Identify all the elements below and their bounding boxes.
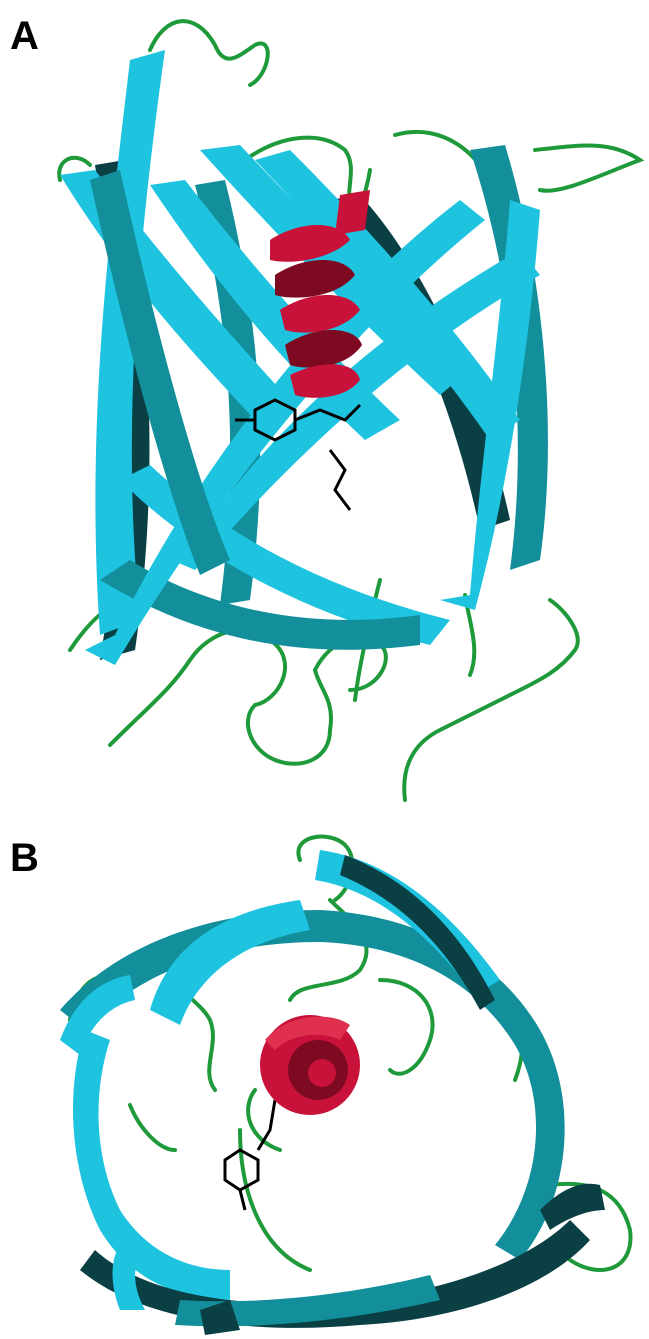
alpha-helix-b — [260, 1015, 360, 1115]
protein-structure-top-view — [0, 830, 649, 1339]
protein-structure-side-view — [0, 0, 649, 820]
